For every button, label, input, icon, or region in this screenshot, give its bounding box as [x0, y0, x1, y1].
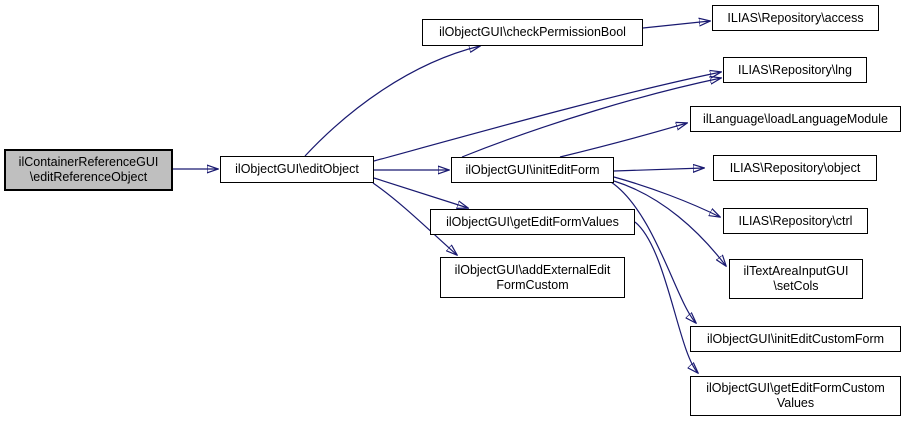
node-init-edit-form[interactable]: ilObjectGUI\initEditForm: [451, 157, 614, 183]
node-get-edit-form-custom-values[interactable]: ilObjectGUI\getEditFormCustom Values: [690, 376, 901, 416]
edge-editObject-checkPermissionBool: [304, 46, 480, 157]
edge-initEditForm-setCols: [613, 180, 726, 266]
node-edit-object[interactable]: ilObjectGUI\editObject: [220, 156, 374, 183]
edge-checkPermissionBool-access: [642, 21, 710, 29]
node-load-language-module[interactable]: ilLanguage\loadLanguageModule: [690, 106, 901, 132]
edge-getEditFormValues-getEditFormCustomValues: [634, 221, 698, 373]
node-object[interactable]: ILIAS\Repository\object: [713, 155, 877, 181]
edge-initEditForm-ctrl: [613, 176, 720, 217]
node-check-permission-bool[interactable]: ilObjectGUI\checkPermissionBool: [422, 19, 643, 46]
node-edit-reference-object: ilContainerReferenceGUI \editReferenceOb…: [4, 149, 173, 191]
edge-initEditForm-lng: [461, 78, 721, 158]
edge-editObject-addExternalEditFormCustom: [372, 182, 457, 255]
node-init-edit-custom-form[interactable]: ilObjectGUI\initEditCustomForm: [690, 326, 901, 352]
node-get-edit-form-values[interactable]: ilObjectGUI\getEditFormValues: [430, 209, 635, 235]
node-lng[interactable]: ILIAS\Repository\lng: [723, 57, 867, 83]
node-set-cols[interactable]: ilTextAreaInputGUI \setCols: [729, 259, 863, 299]
edge-editObject-lng: [373, 72, 721, 162]
node-add-external-edit-form-custom[interactable]: ilObjectGUI\addExternalEdit FormCustom: [440, 257, 625, 298]
node-ctrl[interactable]: ILIAS\Repository\ctrl: [723, 208, 868, 234]
edge-initEditForm-object: [613, 168, 704, 171]
node-access[interactable]: ILIAS\Repository\access: [712, 5, 879, 31]
edge-editObject-getEditFormValues: [373, 177, 468, 208]
edge-initEditForm-loadLanguageModule: [559, 123, 687, 158]
edge-initEditForm-initEditCustomForm: [610, 181, 696, 323]
